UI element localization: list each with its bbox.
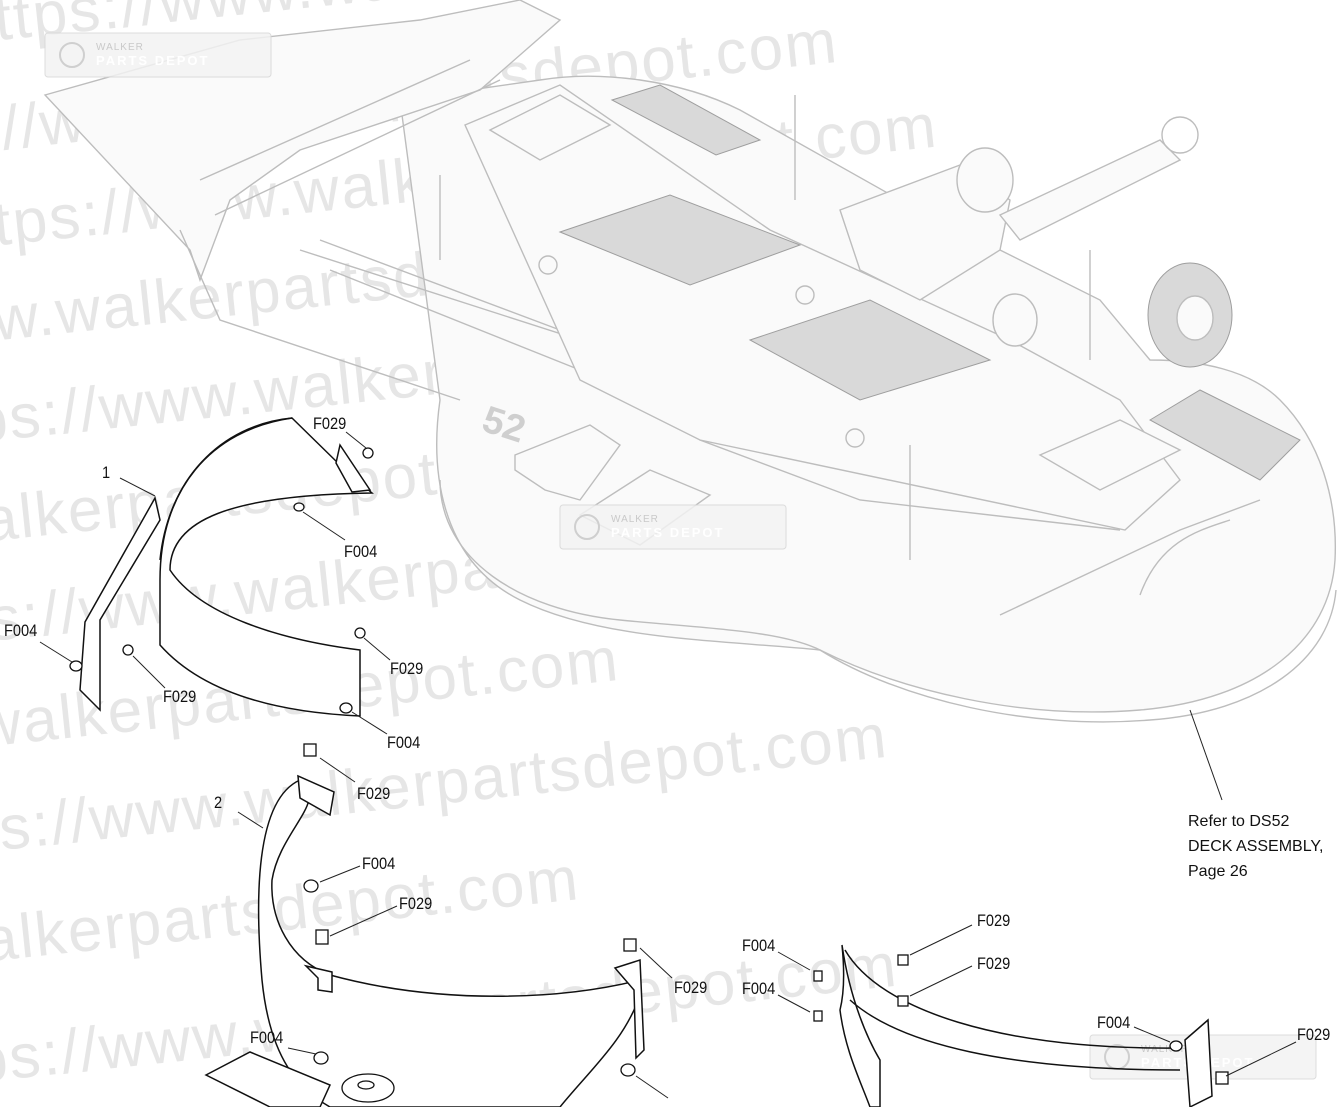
- knob: [538, 255, 558, 275]
- callout-label: F029: [390, 660, 423, 678]
- hardware: [69, 447, 1229, 1085]
- callout-label: F004: [742, 980, 775, 998]
- baffle-2-bottom-plate: [204, 1051, 332, 1107]
- callout-label: F004: [362, 855, 395, 873]
- front-handle: [999, 499, 1261, 616]
- watermark-badge: WALKER PARTS DEPOT: [559, 504, 787, 550]
- callout-label: F004: [4, 622, 37, 640]
- height-pin: [439, 95, 1091, 560]
- baffle-3-shell: [839, 944, 881, 1107]
- callout-label: F029: [977, 912, 1010, 930]
- nut-icon: [813, 970, 823, 982]
- shaft-yoke: [1161, 116, 1199, 154]
- callout-label: F004: [1097, 1014, 1130, 1032]
- warning-decal: [488, 94, 612, 161]
- reference-note-line: Refer to DS52: [1188, 813, 1289, 830]
- baffle-2-top-bracket: [297, 774, 335, 817]
- callout-label: F029: [977, 955, 1010, 973]
- callouts: 1 F029 F004 F004 F029 F029 F004 2 F029 F…: [4, 415, 1330, 1047]
- leader-lines: [39, 431, 1297, 1099]
- baffle-1-end-flange: [79, 495, 161, 712]
- nut-icon: [303, 879, 319, 893]
- callout-item-2: 2: [214, 794, 222, 812]
- badge-top-label: WALKER: [96, 42, 144, 53]
- nut-icon: [293, 502, 305, 512]
- reference-note-line: Page 26: [1188, 863, 1248, 880]
- gauge-wheel: [956, 147, 1014, 213]
- bolt-icon: [303, 743, 317, 757]
- gauge-wheel-hub: [1176, 295, 1214, 341]
- bolt-icon: [897, 954, 909, 966]
- hitch-bracket: [514, 424, 621, 501]
- reference-note: Refer to DS52 DECK ASSEMBLY, Page 26: [1188, 813, 1323, 880]
- deck-lower-skirt: [439, 479, 1337, 723]
- grate: [748, 299, 992, 401]
- nut-icon: [813, 1010, 823, 1022]
- washer-hole: [357, 1080, 375, 1090]
- watermark-badge: WALKER PARTS DEPOT: [44, 32, 272, 78]
- callout-label: F029: [163, 688, 196, 706]
- nut-icon: [69, 660, 83, 672]
- callout-label: F004: [387, 734, 420, 752]
- badge-bottom-label: PARTS DEPOT: [611, 525, 725, 540]
- callout-label: F029: [357, 785, 390, 803]
- baffle-1-tab: [335, 443, 372, 493]
- bolt-icon: [354, 627, 366, 639]
- baffle-1-top-edge: [159, 417, 293, 561]
- baffle-part-2: [204, 774, 645, 1107]
- callout-label: F029: [674, 979, 707, 997]
- nut-icon: [339, 702, 353, 714]
- bolt-icon: [362, 447, 374, 459]
- baffle-2-right-bracket: [613, 958, 645, 1060]
- callout-label: F004: [742, 937, 775, 955]
- callout-item-1: 1: [102, 464, 110, 482]
- grate: [558, 194, 802, 286]
- nut-icon: [620, 1063, 636, 1077]
- callout-label: F029: [399, 895, 432, 913]
- baffle-part-3: [839, 944, 1213, 1107]
- gauge-wheel: [992, 293, 1038, 347]
- callout-label: F029: [313, 415, 346, 433]
- baffle-part-1: [79, 417, 374, 717]
- bolt-icon: [122, 644, 134, 656]
- grate: [1148, 389, 1301, 481]
- badge-bottom-label: PARTS DEPOT: [96, 53, 210, 68]
- nut-icon: [313, 1051, 329, 1065]
- nut-icon: [1169, 1040, 1183, 1052]
- drive-shaft: [998, 139, 1182, 241]
- reference-note-line: DECK ASSEMBLY,: [1188, 838, 1323, 855]
- bolt-icon: [315, 929, 329, 945]
- baffle-2-mid-tab: [303, 964, 333, 993]
- bolt-icon: [897, 995, 909, 1007]
- chute-rail: [179, 59, 501, 401]
- badge-top-label: WALKER: [1141, 1044, 1189, 1055]
- callout-label: F004: [250, 1029, 283, 1047]
- bolt-icon: [623, 938, 637, 952]
- knob: [845, 428, 865, 448]
- knob: [795, 285, 815, 305]
- grate: [610, 84, 762, 156]
- bolt-icon: [1215, 1071, 1229, 1085]
- callout-label: F029: [1297, 1026, 1330, 1044]
- baffle-3-curve: [844, 949, 1181, 1071]
- warning-decal: [1038, 419, 1182, 491]
- badge-top-label: WALKER: [611, 514, 659, 525]
- baffle-3-end-flange: [1184, 1018, 1213, 1107]
- callout-label: F004: [344, 543, 377, 561]
